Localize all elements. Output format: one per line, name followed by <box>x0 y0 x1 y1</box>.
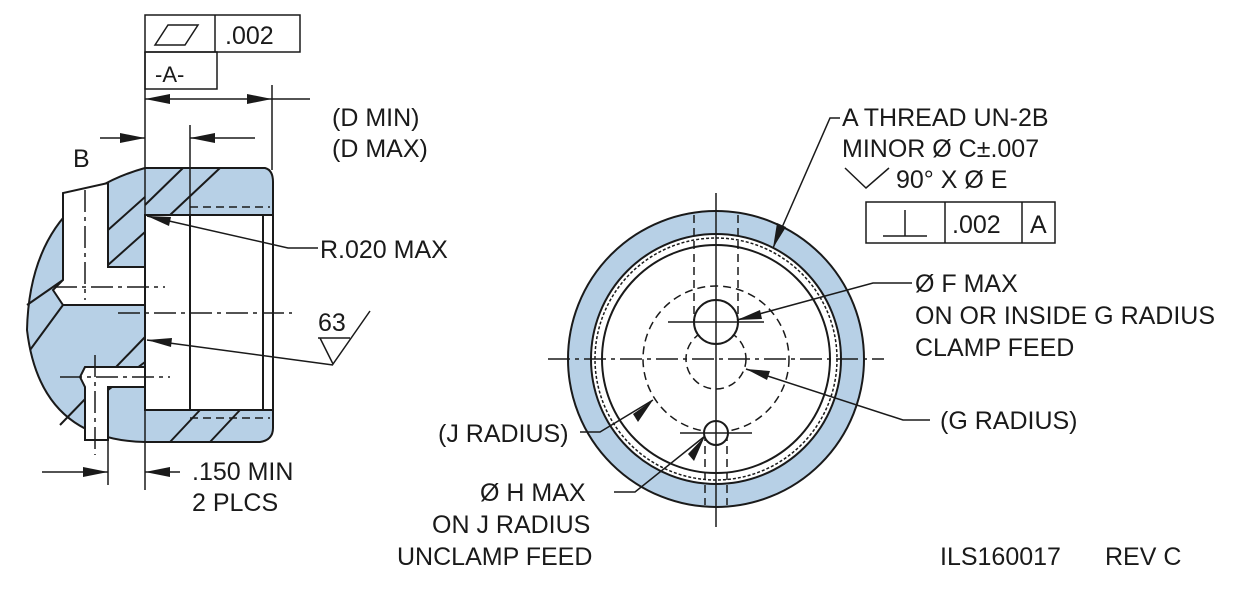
perp-tolerance: .002 <box>952 211 1001 239</box>
countersink-icon <box>844 167 890 190</box>
surface-finish-icon <box>318 310 371 366</box>
end-view: A THREAD UN-2B MINOR Ø C±.007 90° X Ø E … <box>397 104 1215 571</box>
thread-note-line3: 90° X Ø E <box>896 166 1007 194</box>
radius-note: R.020 MAX <box>320 236 448 264</box>
h-note-line3: UNCLAMP FEED <box>397 543 592 571</box>
min-dim-label: .150 MIN <box>192 458 293 486</box>
side-section-view: .002 -A- (D MIN) (D MAX) B R.020 MAX 63 … <box>25 14 448 517</box>
b-label: B <box>73 145 90 173</box>
min-dim-places: 2 PLCS <box>192 489 278 517</box>
j-radius-label: (J RADIUS) <box>438 420 569 448</box>
drawing-number: ILS160017 <box>940 543 1061 571</box>
revision: REV C <box>1105 543 1181 571</box>
perp-datum: A <box>1030 211 1047 239</box>
g-radius-label: (G RADIUS) <box>940 407 1078 435</box>
h-note-line1: Ø H MAX <box>480 479 586 507</box>
f-note-line3: CLAMP FEED <box>915 334 1074 362</box>
perpendicularity-icon <box>883 210 927 237</box>
datum-label: -A- <box>155 62 184 87</box>
d-min-label: (D MIN) <box>332 104 419 132</box>
surface-finish-value: 63 <box>318 309 346 337</box>
thread-note-line2: MINOR Ø C±.007 <box>842 135 1039 163</box>
h-note-line2: ON J RADIUS <box>432 511 590 539</box>
section-hatching <box>26 167 241 443</box>
flatness-icon <box>153 24 200 46</box>
thread-note-line1: A THREAD UN-2B <box>842 104 1049 132</box>
flatness-tolerance: .002 <box>225 22 274 50</box>
d-max-label: (D MAX) <box>332 135 428 163</box>
f-note-line2: ON OR INSIDE G RADIUS <box>915 302 1215 330</box>
f-note-line1: Ø F MAX <box>915 270 1018 298</box>
